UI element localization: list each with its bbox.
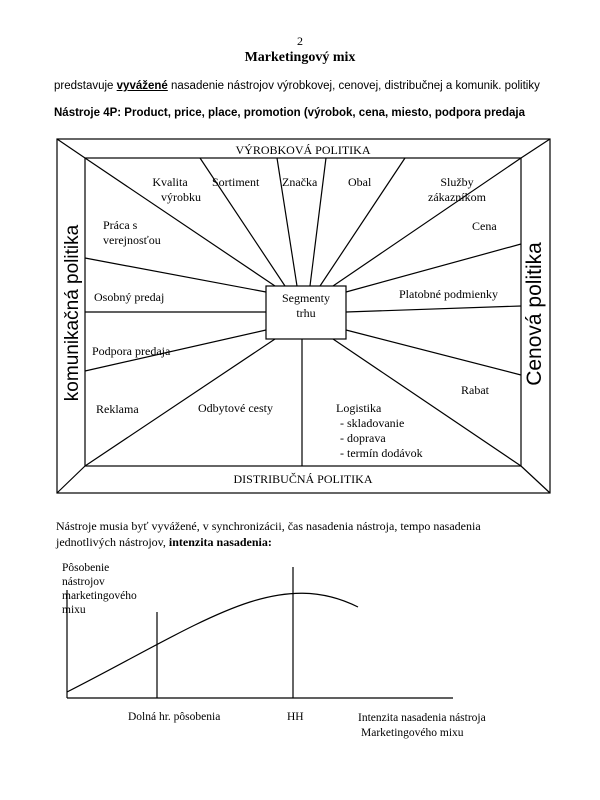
segment-kvalita-line2: výrobku [161,190,201,204]
intro-before: predstavuje [54,80,117,92]
sync-paragraph-prefix: jednotlivých nástrojov, [56,535,169,549]
ray-platobne-rabat [345,305,522,313]
segment-podpora: Podpora predaja [92,344,171,358]
segment-cena: Cena [472,219,497,233]
logistika-item-1: - skladovanie [340,416,405,430]
segment-praca-line2: verejnosťou [103,233,161,247]
graph-y-label-line3: marketingového [62,590,137,602]
ray-rabat [345,329,522,376]
segment-platobne: Platobné podmienky [399,287,498,301]
segment-kvalita-line1: Kvalita [152,175,188,189]
ray-podpora-reklama [84,329,267,372]
sync-paragraph: Nástroje musia byť vyvážené, v synchroni… [56,518,481,550]
effect-curve [66,592,359,693]
segment-logistika-title: Logistika [336,401,382,415]
ray-logistika-rabat [332,338,522,467]
outer-frame [56,138,551,494]
graph-x-label: Intenzita nasadenia nástroja Marketingov… [358,711,486,741]
logistika-item-2: - doprava [340,431,386,445]
ray-reklama-bottom [84,338,276,467]
graph-y-label-line2: nástrojov [62,576,105,588]
segment-kvalita: Kvalita výrobku [130,175,210,205]
ray-znacka-obal [309,157,327,287]
center-label: Segmenty trhu [266,291,346,321]
corner-line-tl [56,138,86,159]
lower-limit-label: Dolná hr. pôsobenia [128,711,221,723]
graph-x-label-line1: Intenzita nasadenia nástroja [358,712,486,724]
ray-kvalita-sortiment [199,157,286,287]
top-title: VÝROBKOVÁ POLITIKA [235,143,371,157]
hh-label: HH [287,711,304,723]
page-title: Marketingový mix [244,50,356,65]
ray-sluzby-right [332,157,522,287]
logistika-item-3: - termín dodávok [340,446,423,460]
ray-obal-sluzby [319,157,406,287]
segment-sluzby: Služby zákazníkom [417,175,497,205]
segment-praca-line1: Práca s [103,218,138,232]
center-label-line1: Segmenty [282,291,330,305]
corner-line-bl [56,465,86,494]
ray-kvalita-left [84,157,276,287]
center-label-line2: trhu [296,306,316,320]
corner-line-br [520,465,551,494]
tools-4p-heading: Nástroje 4P: Product, price, place, prom… [54,107,525,119]
segment-sluzby-line1: Služby [440,175,474,189]
graph-y-label-line1: Pôsobenie [62,562,110,574]
graph-y-label-line4: mixu [62,604,86,616]
sync-paragraph-bold: intenzita nasadenia: [168,535,272,549]
corner-line-tr [520,138,551,159]
sync-paragraph-line1: Nástroje musia byť vyvážené, v synchroni… [56,519,481,533]
segment-obal: Obal [348,175,372,189]
segment-odbytove: Odbytové cesty [198,401,273,415]
segment-rabat: Rabat [461,383,489,397]
segment-znacka: Značka [282,175,318,189]
intro-after: nasadenie nástrojov výrobkovej, cenovej,… [167,80,540,92]
segment-logistika: Logistika - skladovanie - doprava - term… [336,401,423,461]
ray-cena-platobne [345,243,522,293]
ray-sortiment-znacka [276,157,298,287]
segment-sluzby-line2: zákazníkom [428,190,486,204]
sync-paragraph-line2: jednotlivých nástrojov, intenzita nasade… [56,534,481,550]
center-box [265,285,347,340]
ray-praca-osobny [84,257,267,293]
segment-osobny: Osobný predaj [94,290,165,304]
segment-sortiment: Sortiment [212,175,260,189]
segment-praca: Práca s verejnosťou [103,218,161,248]
graph-y-label: Pôsobenie nástrojov marketingového mixu [62,561,137,617]
intro-text: predstavuje vyvážené nasadenie nástrojov… [54,80,540,92]
segment-reklama: Reklama [96,402,139,416]
page-number: 2 [297,34,303,48]
graph-x-label-line2: Marketingového mixu [361,727,464,739]
bottom-title: DISTRIBUČNÁ POLITIKA [233,472,373,486]
intro-emphasis: vyvážené [116,80,168,92]
